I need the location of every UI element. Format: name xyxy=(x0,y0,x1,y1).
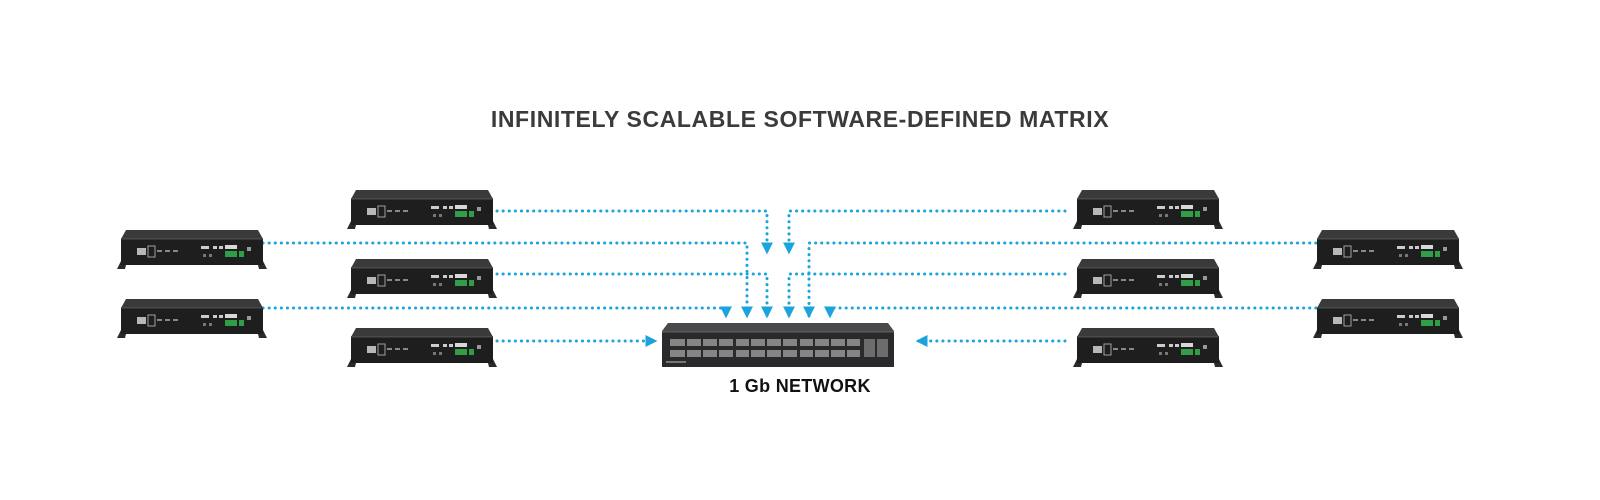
link-right-inner-top xyxy=(783,209,1067,255)
link-right-inner-middle xyxy=(783,272,1067,319)
av-over-ip-encoder-decoder-icon xyxy=(1313,229,1463,269)
av-over-ip-encoder-decoder-icon xyxy=(1073,189,1223,229)
diagram-title: INFINITELY SCALABLE SOFTWARE-DEFINED MAT… xyxy=(490,106,1110,132)
av-over-ip-encoder-decoder-icon xyxy=(347,189,497,229)
av-over-ip-encoder-decoder-icon xyxy=(1073,327,1223,367)
connection-lines xyxy=(261,209,1324,347)
av-over-ip-encoder-decoder-icon xyxy=(117,298,267,338)
link-left-outer-top xyxy=(261,241,753,319)
link-left-inner-top xyxy=(495,209,773,255)
device-group-right xyxy=(1073,189,1463,367)
av-over-ip-encoder-decoder-icon xyxy=(1073,258,1223,298)
network-label: 1 Gb NETWORK xyxy=(729,376,871,396)
av-over-ip-encoder-decoder-icon xyxy=(117,229,267,269)
link-left-outer-bottom xyxy=(261,306,732,319)
network-switch-icon xyxy=(662,323,894,367)
av-over-ip-encoder-decoder-icon xyxy=(347,327,497,367)
link-right-outer-top xyxy=(803,241,1324,319)
link-left-inner-middle xyxy=(495,272,773,319)
av-over-ip-encoder-decoder-icon xyxy=(1313,298,1463,338)
device-group-left xyxy=(117,189,497,367)
link-right-outer-bottom xyxy=(824,306,1324,319)
av-over-ip-encoder-decoder-icon xyxy=(347,258,497,298)
